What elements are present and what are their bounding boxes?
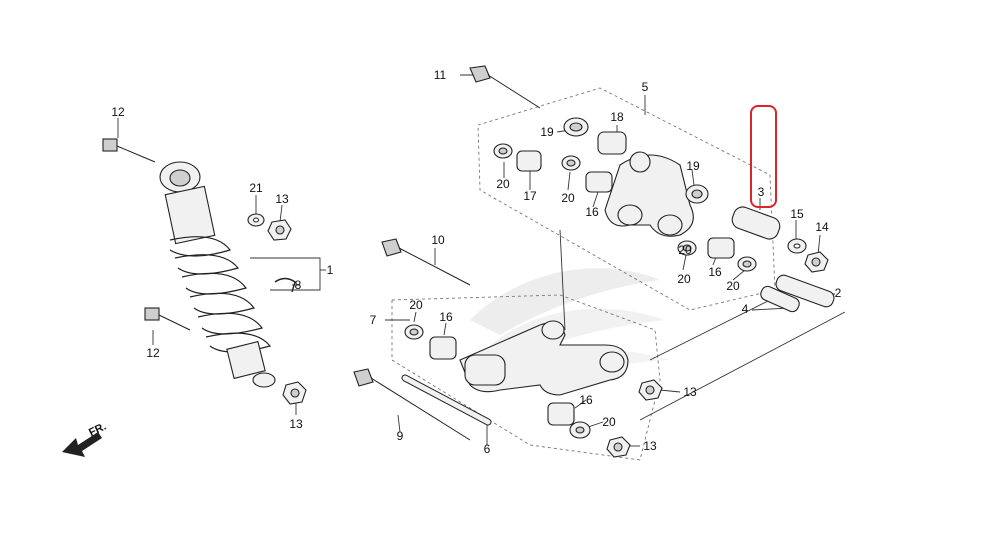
part-label-6: 6 xyxy=(484,442,491,456)
highlight-box-part-3 xyxy=(750,105,777,208)
part-label-12: 12 xyxy=(111,105,125,119)
part-label-8: 8 xyxy=(295,278,302,292)
part-label-16: 16 xyxy=(585,205,599,219)
nut-13-shock-lower xyxy=(282,381,307,405)
nut-13-link xyxy=(638,379,663,401)
part-label-2: 2 xyxy=(835,286,842,300)
part-label-16: 16 xyxy=(439,310,453,324)
part-label-11: 11 xyxy=(434,68,447,82)
part-label-20: 20 xyxy=(496,177,510,191)
nut-13-upper xyxy=(267,219,292,241)
pivot-arm-body xyxy=(604,151,694,237)
bearings-group-7 xyxy=(404,324,591,439)
collar-6 xyxy=(401,374,492,426)
bearings-group-5 xyxy=(493,117,757,272)
part-label-1: 1 xyxy=(327,263,334,277)
part-label-12: 12 xyxy=(146,346,160,360)
clip-8 xyxy=(274,277,296,293)
part-label-9: 9 xyxy=(397,429,404,443)
part-label-20: 20 xyxy=(409,298,423,312)
part-label-20: 20 xyxy=(561,191,575,205)
bolt-11 xyxy=(469,65,541,109)
washer-21 xyxy=(247,213,265,227)
part-label-16: 16 xyxy=(579,393,593,407)
leader-lines xyxy=(117,74,846,447)
collar-3 xyxy=(731,206,781,240)
shock-absorber xyxy=(159,161,276,388)
nut-14 xyxy=(804,251,829,273)
part-label-20: 20 xyxy=(677,272,691,286)
front-direction-arrow: FR. xyxy=(62,421,108,457)
part-label-13: 13 xyxy=(289,417,303,431)
washer-15 xyxy=(787,238,807,254)
link-body xyxy=(459,320,629,396)
part-label-20: 20 xyxy=(726,279,740,293)
part-label-13: 13 xyxy=(275,192,289,206)
part-label-14: 14 xyxy=(815,220,829,234)
collar-4 xyxy=(760,285,800,313)
bolt-10 xyxy=(381,238,471,286)
part-label-19: 19 xyxy=(686,159,700,173)
part-label-20: 20 xyxy=(678,243,692,257)
part-label-19: 19 xyxy=(540,125,554,139)
collar-2 xyxy=(775,274,835,308)
bolt-12-upper xyxy=(102,138,156,163)
part-label-4: 4 xyxy=(742,302,749,316)
part-label-10: 10 xyxy=(431,233,445,247)
part-label-20: 20 xyxy=(602,415,616,429)
part-label-18: 18 xyxy=(610,110,624,124)
direction-label: FR. xyxy=(87,421,108,440)
part-label-7: 7 xyxy=(370,313,377,327)
nut-13-lower xyxy=(606,436,631,458)
bolt-12-lower xyxy=(144,307,191,331)
part-label-16: 16 xyxy=(708,265,722,279)
part-label-17: 17 xyxy=(523,189,537,203)
part-label-13: 13 xyxy=(683,385,697,399)
part-label-5: 5 xyxy=(642,80,649,94)
part-label-21: 21 xyxy=(249,181,263,195)
bolt-9 xyxy=(353,368,471,441)
part-label-15: 15 xyxy=(790,207,804,221)
link-group-outline xyxy=(391,294,661,461)
part-label-3: 3 xyxy=(758,185,765,199)
part-label-13: 13 xyxy=(643,439,657,453)
part-labels: 1234567891011121213131313141516161616171… xyxy=(111,68,841,456)
